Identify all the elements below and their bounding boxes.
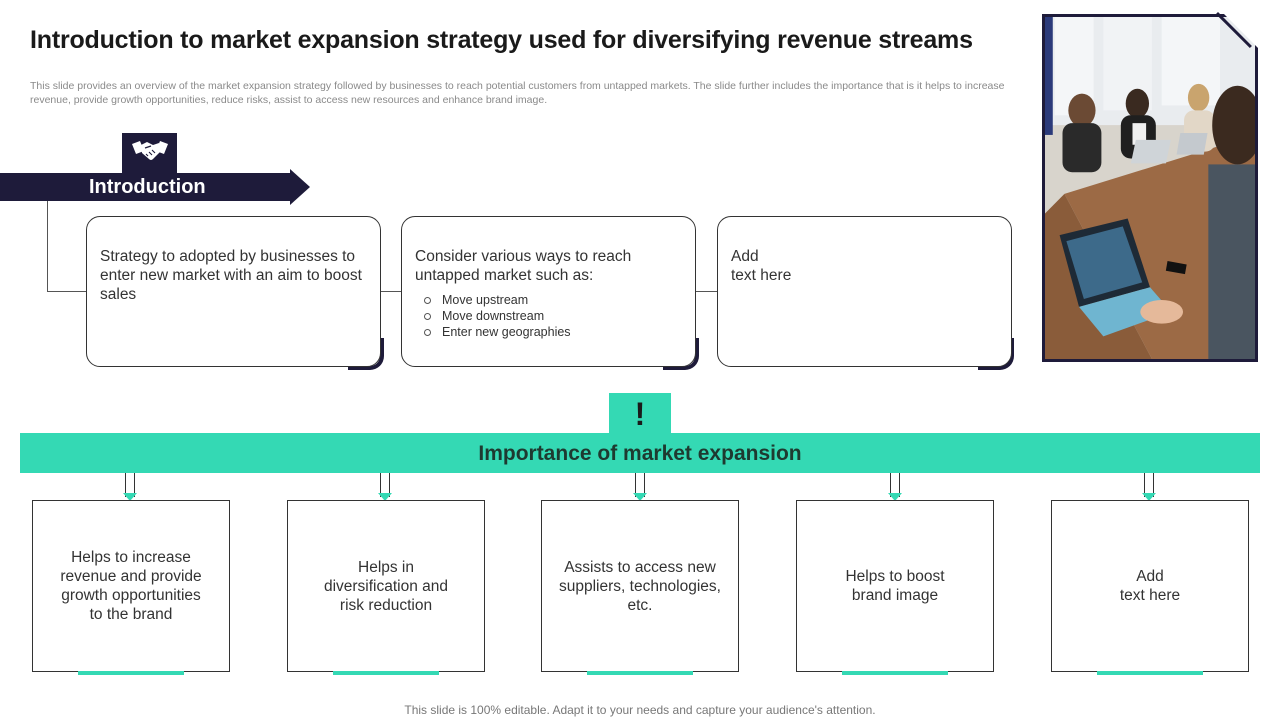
importance-item-text: Assists to access new suppliers, technol… [559, 558, 721, 614]
importance-item-accent [78, 671, 184, 675]
footer-note: This slide is 100% editable. Adapt it to… [404, 703, 876, 717]
intro-heading: Introduction [89, 176, 206, 198]
connector-arrow [1142, 473, 1156, 501]
importance-item-4: Helps to boost brand image [796, 500, 994, 672]
intro-arrow-head [290, 169, 310, 205]
importance-item-text: Helps to increase revenue and provide gr… [60, 549, 202, 623]
importance-item-text: Add text here [1119, 568, 1181, 604]
list-item: Enter new geographies [424, 324, 571, 340]
intro-connector-2 [381, 291, 402, 292]
card-accent [348, 338, 384, 370]
intro-card-text: Strategy to adopted by businesses to ent… [100, 248, 362, 303]
intro-arrow-banner [0, 173, 290, 201]
importance-item-1: Helps to increase revenue and provide gr… [32, 500, 230, 672]
list-item: Move downstream [424, 308, 571, 324]
intro-connector-1 [47, 291, 87, 292]
card-accent [978, 338, 1014, 370]
intro-connector-3 [696, 291, 718, 292]
importance-item-text: Helps to boost brand image [845, 568, 945, 604]
importance-item-2: Helps in diversification and risk reduct… [287, 500, 485, 672]
intro-card-text: Consider various ways to reach untapped … [415, 248, 632, 284]
intro-card-3: Add text here [717, 216, 1012, 367]
intro-icon-box [122, 133, 177, 173]
intro-card-1: Strategy to adopted by businesses to ent… [86, 216, 381, 367]
list-item: Move upstream [424, 292, 571, 308]
importance-item-accent [842, 671, 948, 675]
connector-arrow [633, 473, 647, 501]
importance-item-accent [587, 671, 693, 675]
intro-card-bullets: Move upstream Move downstream Enter new … [424, 292, 571, 340]
intro-card-text: Add text here [731, 248, 792, 284]
importance-item-3: Assists to access new suppliers, technol… [541, 500, 739, 672]
connector-arrow [123, 473, 137, 501]
handshake-icon [131, 138, 169, 169]
intro-connector-vertical [47, 201, 48, 292]
importance-banner [20, 433, 1260, 473]
importance-item-text: Helps in diversification and risk reduct… [323, 558, 449, 614]
connector-arrow [888, 473, 902, 501]
intro-card-2: Consider various ways to reach untapped … [401, 216, 696, 367]
importance-heading: Importance of market expansion [478, 442, 802, 465]
photo-corner-cut [1224, 14, 1258, 48]
connector-arrow [378, 473, 392, 501]
slide-subtitle: This slide provides an overview of the m… [30, 80, 1005, 106]
slide-title: Introduction to market expansion strateg… [30, 26, 973, 54]
exclamation-icon: ! [609, 393, 671, 435]
importance-item-accent [333, 671, 439, 675]
meeting-photo [1042, 14, 1258, 362]
importance-item-accent [1097, 671, 1203, 675]
importance-item-5: Add text here [1051, 500, 1249, 672]
card-accent [663, 338, 699, 370]
